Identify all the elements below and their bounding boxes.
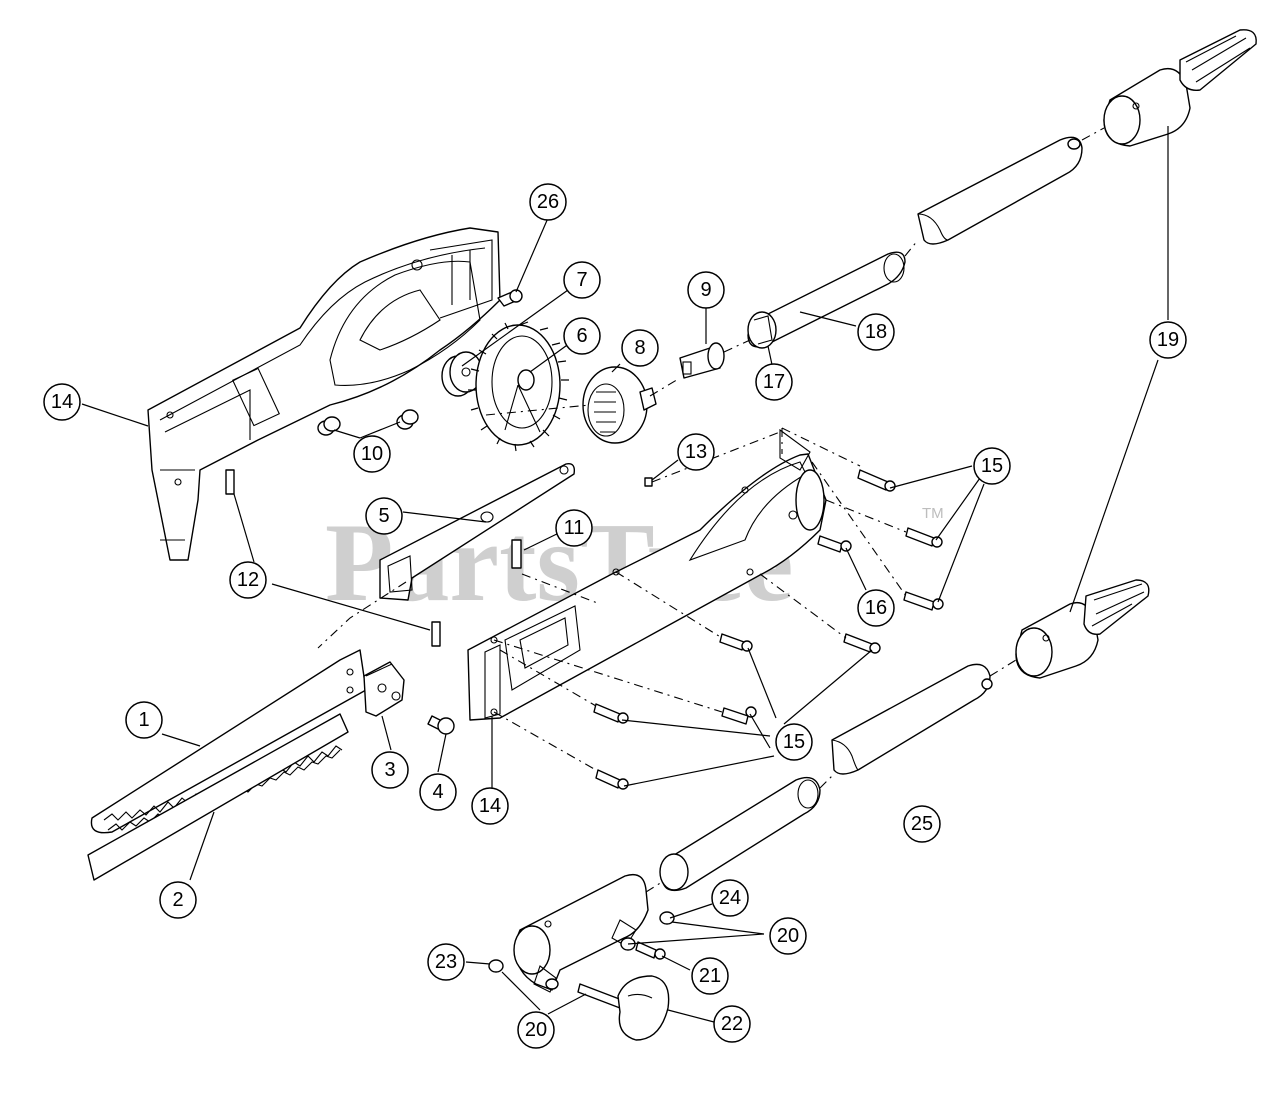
clamp-plate-5-part: [379, 463, 576, 601]
callout-label: 23: [435, 951, 457, 973]
callout-13: 13: [677, 433, 715, 471]
end-cap-lower-part: [1015, 579, 1150, 679]
lower-tube-part: [659, 776, 821, 892]
callout-label: 14: [51, 391, 73, 413]
coupling-9-part: [679, 342, 725, 379]
callout-label: 21: [699, 965, 721, 987]
blade-guard-2-part: [87, 713, 349, 881]
housing-left-part: [147, 227, 501, 561]
callout-14-lower: 14: [471, 787, 509, 825]
callout-label: 26: [537, 191, 559, 213]
handle-coupler-part: [513, 873, 649, 993]
callout-label: 5: [378, 505, 389, 527]
callout-label: 13: [685, 441, 707, 463]
callout-6: 6: [563, 317, 601, 355]
callout-label: 22: [721, 1013, 743, 1035]
callout-8: 8: [621, 329, 659, 367]
callout-label: 7: [576, 269, 587, 291]
callout-label: 20: [777, 925, 799, 947]
screw-26-part: [497, 289, 523, 307]
callout-25: 25: [903, 805, 941, 843]
leader-lines: [81, 126, 1169, 1023]
assembly-lines: [317, 127, 1105, 893]
callout-label: 16: [865, 597, 887, 619]
callout-label: 25: [911, 813, 933, 835]
washer-7-part: [441, 351, 483, 397]
callout-label: 2: [172, 889, 183, 911]
callout-17: 17: [755, 363, 793, 401]
pin-12-part: [225, 469, 441, 647]
callout-20-left: 20: [517, 1011, 555, 1049]
callout-label: 24: [719, 887, 741, 909]
callout-22: 22: [713, 1005, 751, 1043]
callout-1: 1: [125, 701, 163, 739]
split-tube-upper-part: [917, 136, 1083, 245]
knob-22-part: [577, 975, 670, 1041]
callout-label: 10: [361, 443, 383, 465]
drive-gear-8-part: [582, 366, 657, 444]
callout-12: 12: [229, 561, 267, 599]
callout-19: 19: [1149, 321, 1187, 359]
callout-9: 9: [687, 271, 725, 309]
callout-label: 11: [564, 517, 585, 539]
callout-24: 24: [711, 879, 749, 917]
callout-label: 19: [1157, 329, 1179, 351]
callout-15-lower: 15: [775, 723, 813, 761]
callout-10: 10: [353, 435, 391, 473]
callout-14-upper: 14: [43, 383, 81, 421]
callout-16: 16: [857, 589, 895, 627]
callout-20-right: 20: [769, 917, 807, 955]
callout-label: 20: [525, 1019, 547, 1041]
pin-13-part: [644, 477, 653, 487]
blade-clamp-3-part: [363, 661, 405, 717]
callout-21: 21: [691, 957, 729, 995]
callout-15-upper: 15: [973, 447, 1011, 485]
screw-16-part: [817, 535, 852, 553]
bolt-21-part: [635, 941, 666, 960]
callout-7: 7: [563, 261, 601, 299]
callout-26: 26: [529, 183, 567, 221]
callout-5: 5: [365, 497, 403, 535]
callout-2: 2: [159, 881, 197, 919]
callout-label: 15: [783, 731, 805, 753]
callout-label: 3: [384, 759, 395, 781]
key-11-part: [511, 539, 522, 569]
callout-4: 4: [419, 773, 457, 811]
split-tube-lower-part: [831, 663, 993, 775]
callout-label: 14: [479, 795, 501, 817]
bolt-4-part: [427, 715, 455, 735]
callout-label: 1: [138, 709, 149, 731]
callout-label: 6: [576, 325, 587, 347]
end-cap-upper-part: [1103, 29, 1257, 147]
callout-label: 17: [763, 371, 785, 393]
screws-15-part: [593, 469, 944, 790]
watermark-trademark: TM: [922, 505, 944, 522]
callout-label: 4: [432, 781, 443, 803]
housing-right-part: [467, 428, 827, 721]
callout-label: 15: [981, 455, 1003, 477]
callout-3: 3: [371, 751, 409, 789]
callout-label: 12: [237, 569, 259, 591]
callout-18: 18: [857, 313, 895, 351]
callout-label: 18: [865, 321, 887, 343]
callout-label: 8: [634, 337, 645, 359]
gear-6-part: [468, 321, 569, 452]
upper-tube-18-part: [747, 251, 906, 349]
callout-label: 9: [700, 279, 711, 301]
callout-11: 11: [555, 509, 593, 547]
callout-23: 23: [427, 943, 465, 981]
nuts-part: [488, 911, 675, 990]
bushing-part: [317, 409, 419, 436]
